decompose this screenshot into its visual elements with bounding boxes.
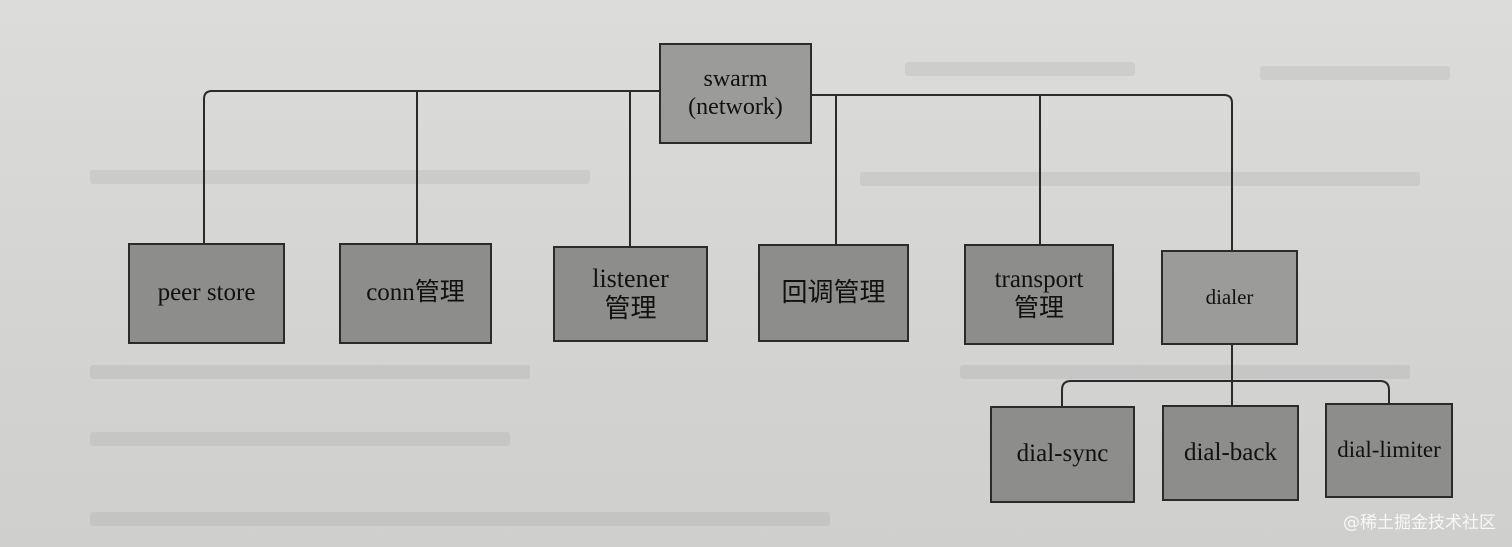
conn-node: conn管理 xyxy=(339,243,492,344)
listener-node: listener 管理 xyxy=(553,246,708,342)
conn-label: conn管理 xyxy=(366,279,465,307)
ghost-text xyxy=(90,170,590,184)
ghost-text xyxy=(960,365,1410,379)
peer-store-node: peer store xyxy=(128,243,285,344)
listener-sublabel: 管理 xyxy=(604,294,657,323)
ghost-text xyxy=(860,172,1420,186)
dialer-label: dialer xyxy=(1205,285,1254,310)
connector-root-right xyxy=(810,94,1233,250)
connector-root-left xyxy=(203,90,660,243)
swarm-node-sublabel: (network) xyxy=(688,93,783,120)
connector-dialer-bar xyxy=(1061,380,1390,406)
dial-limiter-label: dial-limiter xyxy=(1337,437,1441,463)
dial-sync-label: dial-sync xyxy=(1016,440,1109,468)
ghost-text xyxy=(90,432,510,446)
watermark: @稀土掘金技术社区 xyxy=(1343,513,1496,533)
dial-limiter-node: dial-limiter xyxy=(1325,403,1453,498)
transport-node: transport 管理 xyxy=(964,244,1114,345)
listener-label: listener xyxy=(592,264,669,294)
callback-node: 回调管理 xyxy=(758,244,909,342)
dial-back-label: dial-back xyxy=(1183,438,1277,466)
transport-sublabel: 管理 xyxy=(1013,294,1064,322)
ghost-text xyxy=(1260,66,1450,80)
transport-label: transport xyxy=(994,265,1084,293)
callback-label: 回调管理 xyxy=(781,278,886,308)
dial-sync-node: dial-sync xyxy=(990,406,1135,503)
dialer-node: dialer xyxy=(1161,250,1298,345)
ghost-text xyxy=(90,512,830,526)
swarm-node: swarm (network) xyxy=(659,43,812,144)
swarm-node-label: swarm xyxy=(703,65,768,92)
ghost-text xyxy=(905,62,1135,76)
peer-store-label: peer store xyxy=(157,279,256,307)
ghost-text xyxy=(90,365,530,379)
dial-back-node: dial-back xyxy=(1162,405,1299,501)
